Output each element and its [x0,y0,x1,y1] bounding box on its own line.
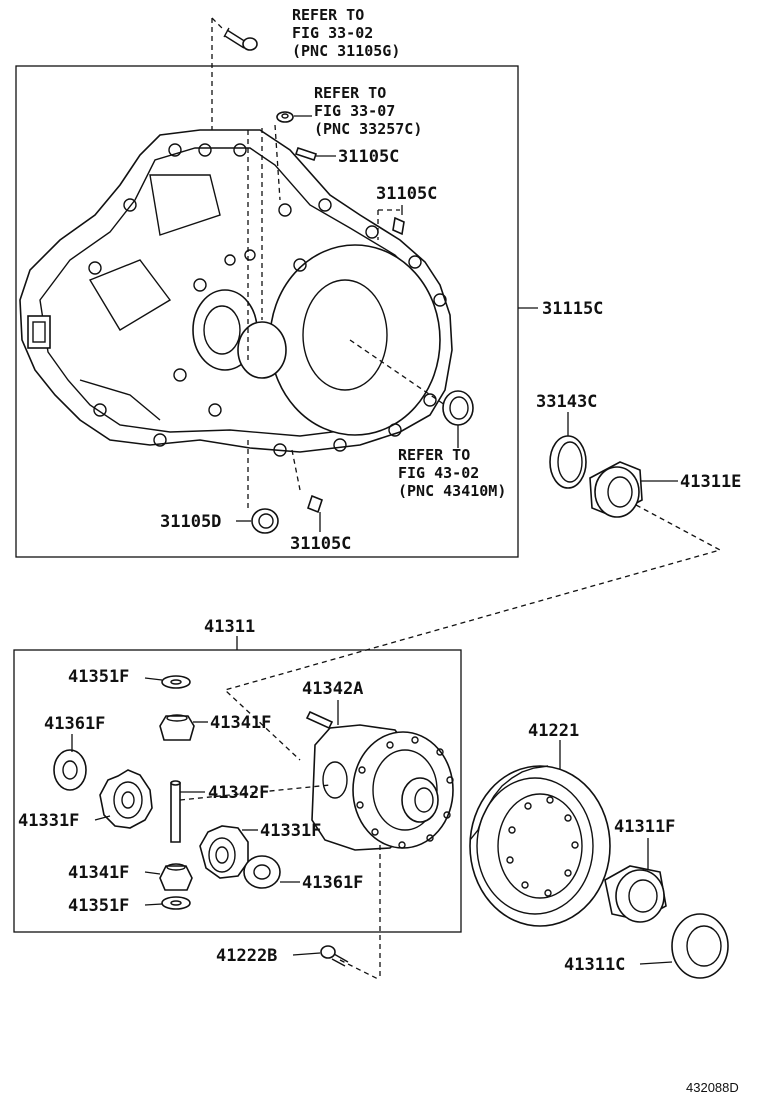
label-41341F-a: 41341F [210,713,271,733]
ring-gear-41221-part [469,765,611,927]
shim-41311C-part [671,913,729,979]
pinion-gear-41341F-a-part [159,714,195,741]
label-31105C-a: 31105C [338,147,399,167]
washer-41351F-a-part [161,675,191,689]
label-31105D: 31105D [160,512,221,532]
label-41361F-a: 41361F [44,714,105,734]
label-41351F-b: 41351F [68,896,129,916]
label-41341F-b: 41341F [68,863,129,883]
label-41342A: 41342A [302,679,363,699]
label-31115C: 31115C [542,299,603,319]
pinion-shaft-41342F-part [170,780,181,843]
oil-seal-43410M-part [442,390,474,426]
ref1-line2: FIG 33-02 [292,24,373,42]
figure-id: 432088D [686,1080,739,1095]
label-41311: 41311 [204,617,255,637]
housing-group-box [15,65,519,558]
ref1-line1: REFER TO [292,6,364,24]
bolt-41222B-part [320,945,349,967]
ref1-line3: (PNC 31105G) [292,42,400,60]
bearing-41311F-part [604,865,667,923]
differential-case-part [311,724,454,851]
label-41331F-b: 41331F [260,821,321,841]
pin-31105C-b-part [392,216,405,236]
ref3-line2: FIG 43-02 [398,464,479,482]
ref3-line3: (PNC 43410M) [398,482,506,500]
label-41361F-b: 41361F [302,873,363,893]
washer-41351F-b-part [161,896,191,910]
washer-41361F-a-part [53,749,87,791]
pin-31105C-c-part [307,494,323,514]
label-41311E: 41311E [680,472,741,492]
ref2-line2: FIG 33-07 [314,102,395,120]
pinion-gear-41341F-b-part [159,863,193,891]
pin-31105C-a-part [294,146,318,162]
shim-33143C-part [549,435,587,489]
label-41221: 41221 [528,721,579,741]
label-31105C-c: 31105C [290,534,351,554]
label-33143C: 33143C [536,392,597,412]
label-41351F-a: 41351F [68,667,129,687]
ref3-line1: REFER TO [398,446,470,464]
ref2-line3: (PNC 33257C) [314,120,422,138]
ref2-line1: REFER TO [314,84,386,102]
plug-washer-part [276,111,294,123]
label-41342F: 41342F [208,783,269,803]
label-41311F: 41311F [614,817,675,837]
bearing-41311E-part [589,461,643,518]
pin-41342A-part [305,710,334,730]
transaxle-housing-part [19,129,453,457]
label-41331F-a: 41331F [18,811,79,831]
washer-41361F-b-part [243,855,281,889]
label-41222B: 41222B [216,946,277,966]
side-gear-41331F-a-part [99,769,153,829]
side-gear-41331F-b-part [199,825,249,879]
label-31105C-b: 31105C [376,184,437,204]
label-41311C: 41311C [564,955,625,975]
bolt-31105G-part [223,27,258,51]
seal-31105D-part [251,508,279,534]
